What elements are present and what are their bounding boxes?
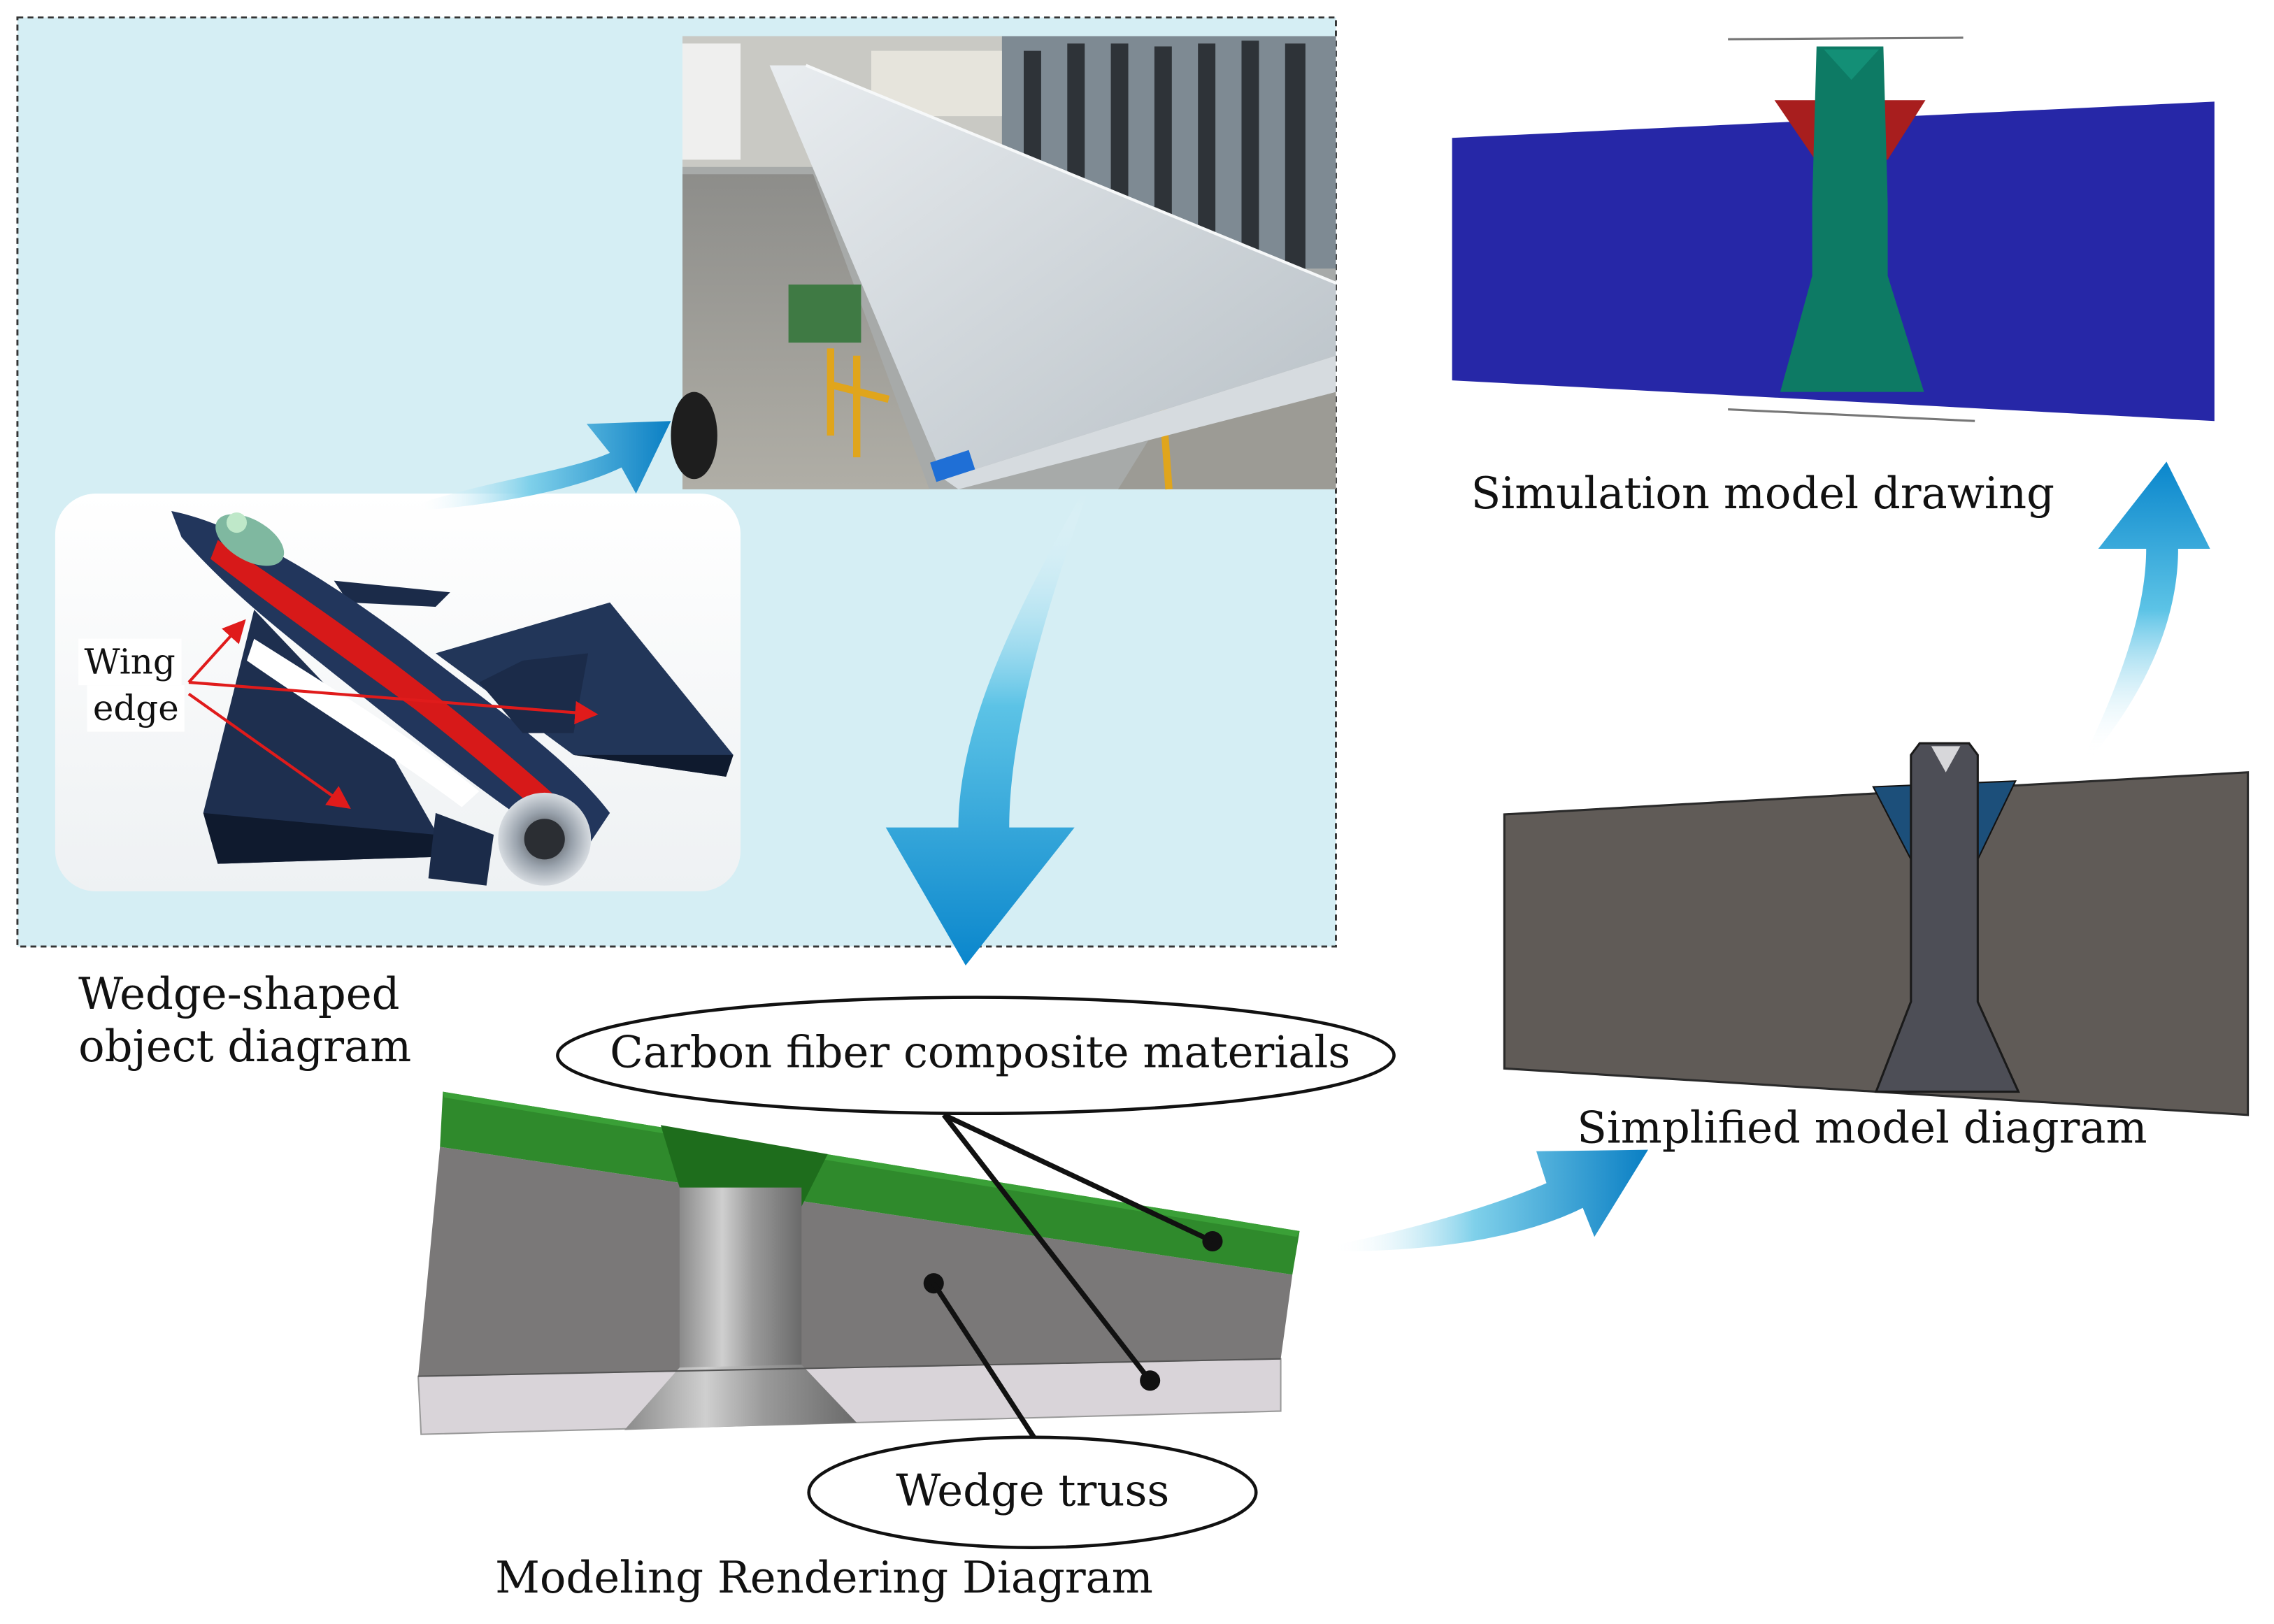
- fighter-jet-icon: [171, 510, 734, 886]
- arrow-simplified-to-simulation: [2084, 461, 2210, 758]
- wedge-object-title-line2: object diagram: [78, 1021, 412, 1073]
- simulation-model-title: Simulation model drawing: [1471, 468, 2054, 520]
- wedge-truss-label: Wedge truss: [896, 1466, 1170, 1518]
- modeling-rendering: [417, 1091, 1300, 1439]
- carbon-fiber-label: Carbon fiber composite materials: [610, 1028, 1351, 1079]
- wedge-truss-callout: [807, 1435, 1258, 1549]
- wing-edge-label-line1: Wing: [78, 638, 182, 686]
- arrow-card-to-photo: [413, 421, 671, 511]
- modeling-rendering-title: Modeling Rendering Diagram: [495, 1553, 1153, 1604]
- wing-edge-label-line2: edge: [87, 685, 185, 732]
- arrow-photo-to-rendering: [885, 494, 1087, 965]
- simplified-model: [1503, 742, 2250, 1116]
- arrow-rendering-to-simplified: [1333, 1149, 1648, 1252]
- wedge-object-title-line1: Wedge-shaped: [78, 970, 400, 1021]
- simplified-model-title: Simplified model diagram: [1577, 1103, 2147, 1154]
- wing-photo: [671, 36, 1337, 490]
- carbon-fiber-callout: [556, 996, 1396, 1116]
- simulation-model: [1452, 36, 2215, 422]
